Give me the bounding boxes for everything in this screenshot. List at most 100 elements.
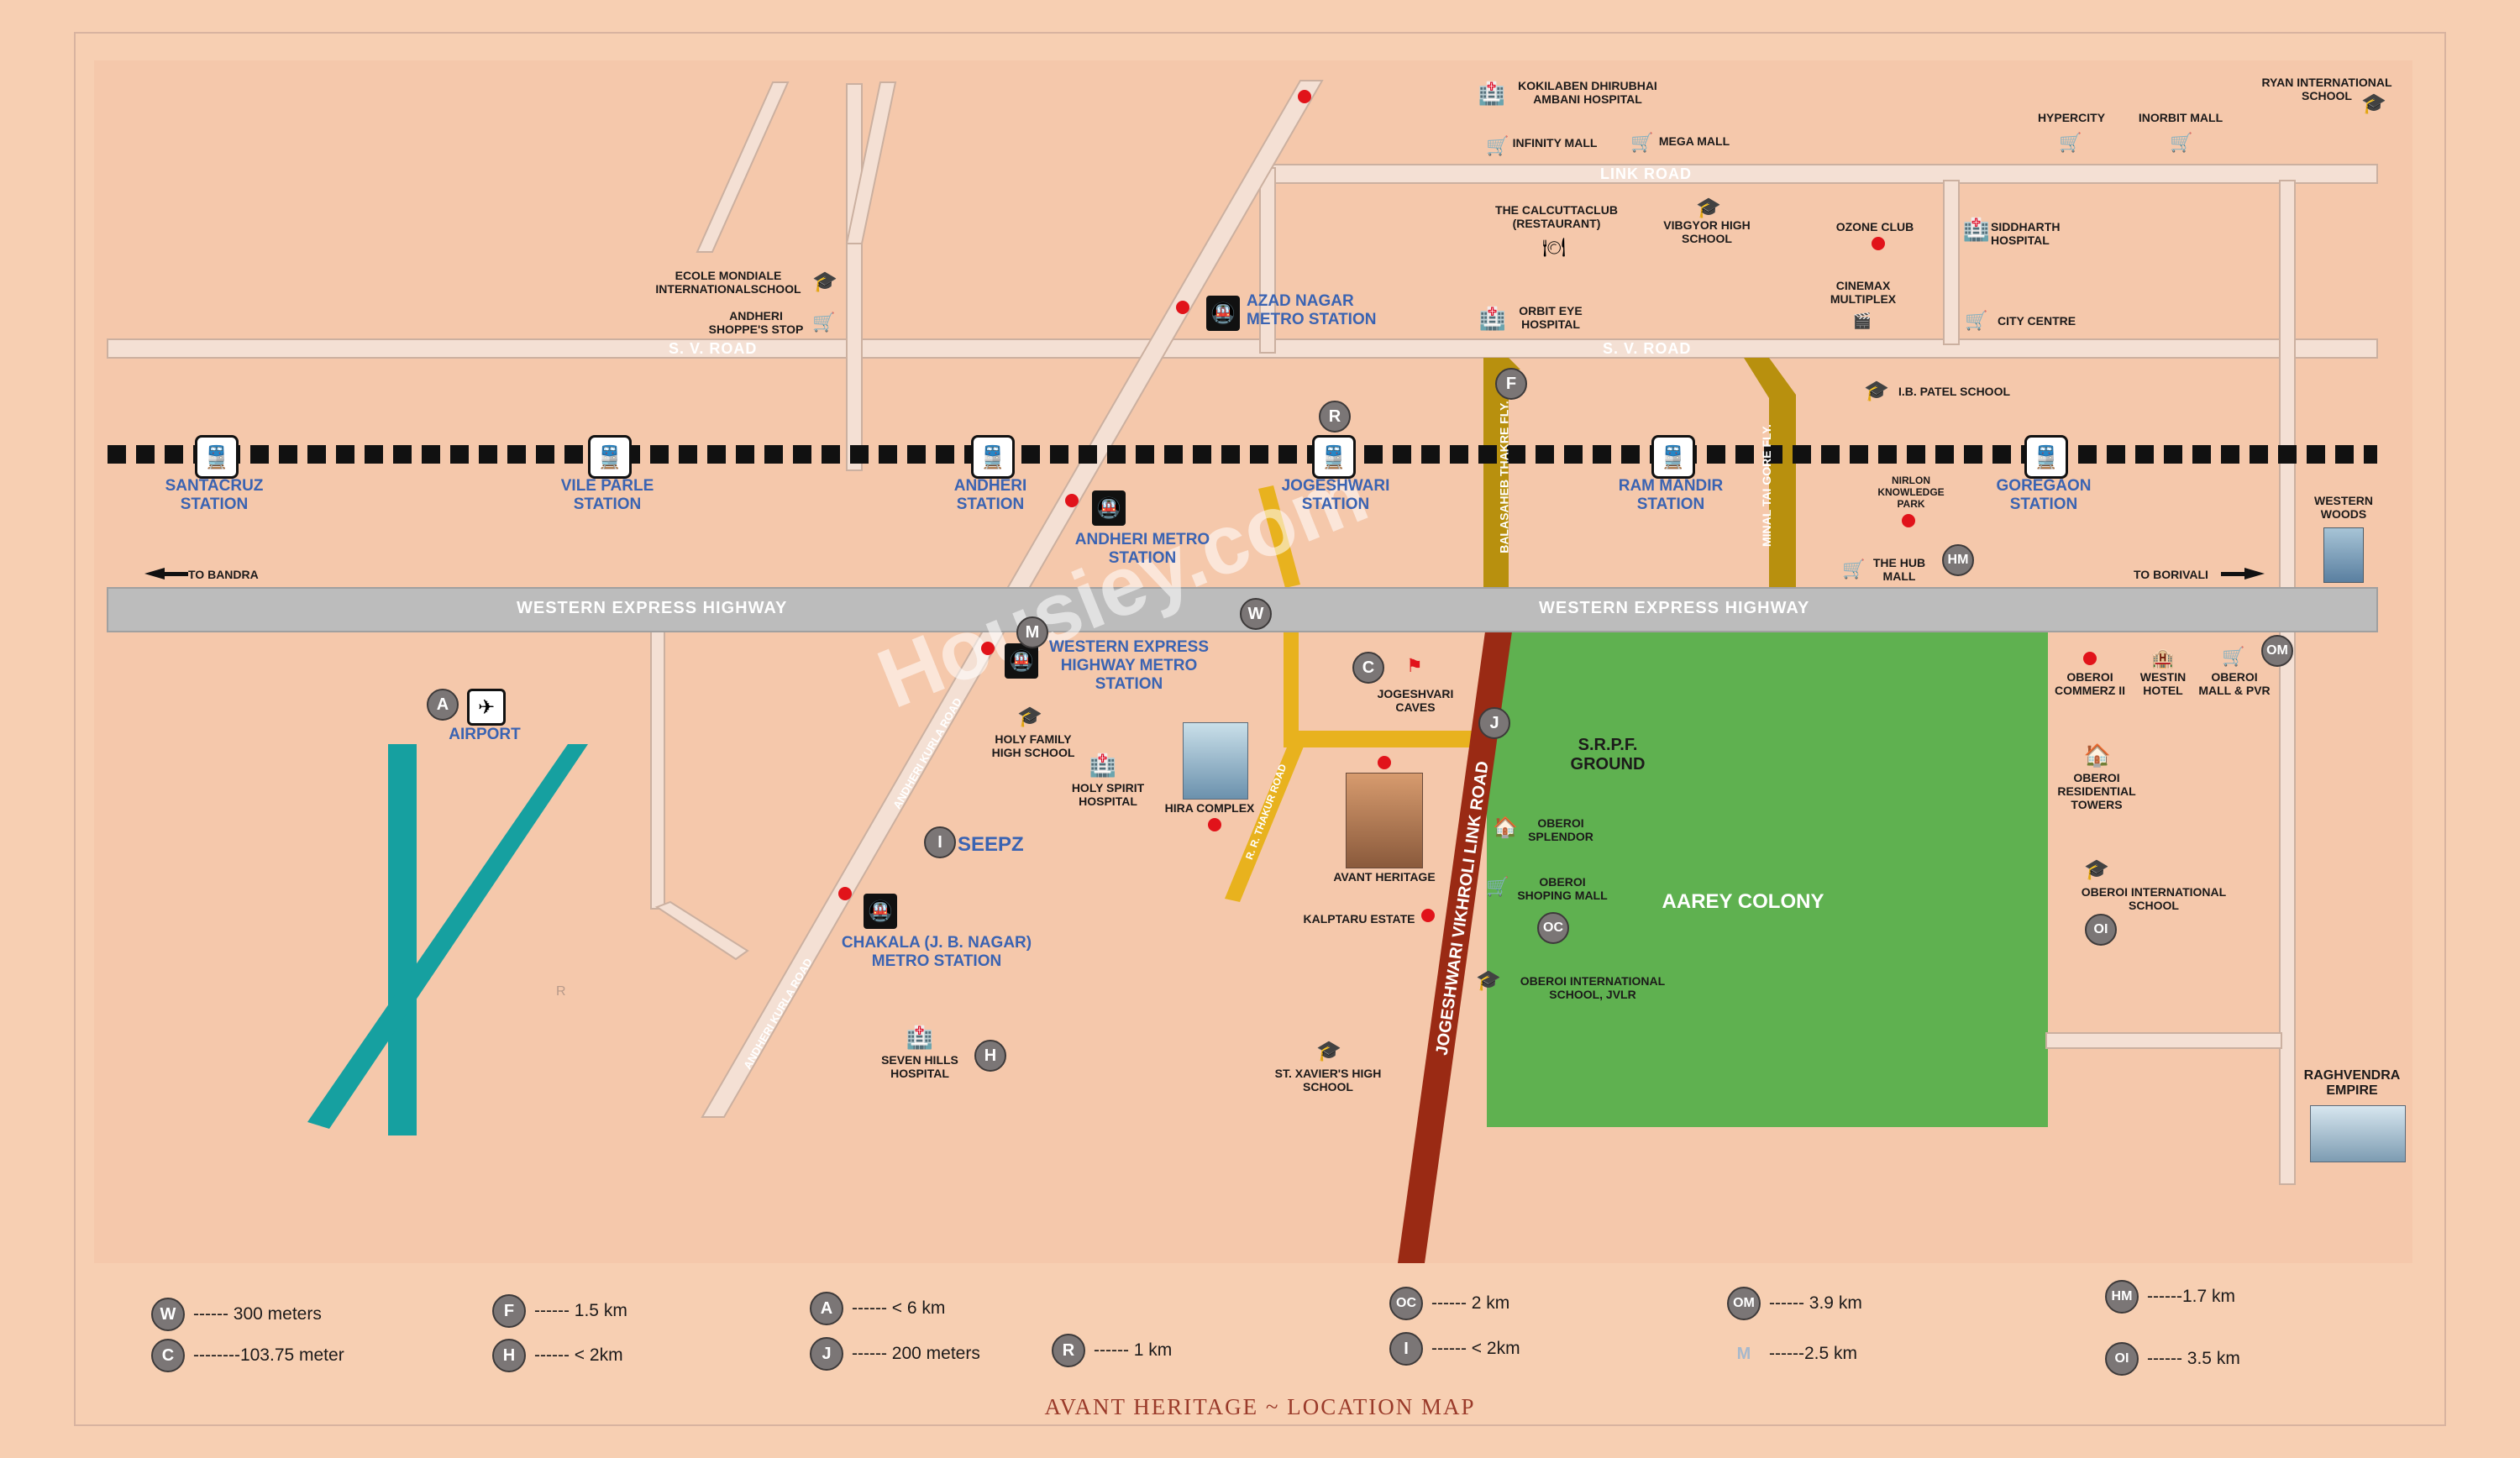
diag-road-2: [845, 81, 897, 244]
place-holy-spirit: HOLY SPIRIT HOSPITAL: [1071, 781, 1145, 809]
legend-badge: OM: [1727, 1287, 1761, 1320]
metro-weh: WESTERN EXPRESS HIGHWAY METRO STATION: [1048, 638, 1210, 693]
balasaheb-fly-label: BALASAHEB THAKRE FLY.: [1497, 401, 1511, 553]
place-cinemax: CINEMAX MULTIPLEX: [1830, 279, 1897, 307]
place-vibgyor: VIBGYOR HIGH SCHOOL: [1663, 218, 1751, 246]
metro-icon: 🚇: [1005, 643, 1038, 679]
station-jogeshwari: JOGESHWARI STATION: [1281, 477, 1390, 513]
place-the-hub-mall: THE HUB MALL: [1872, 556, 1926, 584]
badge-r: R: [1319, 401, 1351, 433]
hotel-icon: 🏨: [2151, 648, 2175, 669]
place-ib-patel: I.B. PATEL SCHOOL: [1898, 385, 2011, 398]
place-mega-mall: MEGA MALL: [1658, 134, 1730, 148]
place-siddharth-hospital: SIDDHARTH HOSPITAL: [1991, 220, 2061, 248]
place-kalpataru-estate: KALPTARU ESTATE: [1303, 912, 1415, 926]
place-westin-hotel: WESTIN HOTEL: [2139, 670, 2187, 698]
place-kokilaben: KOKILABEN DHIRUBHAI AMBANI HOSPITAL: [1518, 79, 1657, 107]
graduation-cap-icon: 🎓: [1476, 968, 1501, 992]
train-icon: 🚆: [2024, 435, 2068, 479]
station-goregaon: GOREGAON STATION: [1996, 477, 2092, 513]
station-andheri: ANDHERI STATION: [953, 477, 1027, 513]
legend-badge: R: [1052, 1334, 1085, 1367]
place-st-xaviers: ST. XAVIER'S HIGH SCHOOL: [1274, 1067, 1382, 1094]
legend-badge: A: [810, 1292, 843, 1325]
legend-item-w: W------ 300 meters: [151, 1298, 322, 1331]
hospital-icon: 🏥: [906, 1024, 934, 1050]
legend-badge: HM: [2105, 1280, 2139, 1314]
badge-oi: OI: [2085, 914, 2117, 946]
sv-road-label-east: S. V. ROAD: [1603, 340, 1692, 357]
legend-text: ------ 200 meters: [852, 1344, 980, 1363]
jvlr-road: [1398, 632, 1512, 1263]
place-avant-heritage: AVANT HERITAGE: [1333, 870, 1436, 884]
legend-item-r: R ------ 1 km: [1052, 1334, 1172, 1367]
badge-hm: HM: [1942, 544, 1974, 576]
legend-item-i: I ------ < 2km: [1389, 1332, 1520, 1366]
place-aarey-colony: AAREY COLONY: [1662, 890, 1824, 913]
cart-icon: 🛒: [2222, 646, 2245, 667]
location-dot: [1378, 756, 1391, 769]
legend-badge: C: [151, 1339, 185, 1372]
badge-r-small: R: [556, 984, 566, 999]
link-road: [1259, 164, 2378, 184]
map-caption: AVANT HERITAGE ~ LOCATION MAP: [1044, 1394, 1476, 1419]
place-andheri-shoppers-stop: ANDHERI SHOPPE'S STOP: [708, 309, 804, 337]
runway-1: [388, 744, 417, 1135]
place-hypercity: HYPERCITY: [2037, 111, 2106, 124]
hospital-icon: 🏥: [1962, 216, 1991, 242]
badge-h: H: [974, 1040, 1006, 1072]
legend-text: ------ 1 km: [1094, 1340, 1173, 1360]
place-inorbit-mall: INORBIT MALL: [2138, 111, 2223, 124]
place-nirlon: NIRLON KNOWLEDGE PARK: [1877, 475, 1945, 510]
link-road-label: LINK ROAD: [1600, 165, 1692, 182]
legend-item-h: H------ < 2km: [492, 1339, 623, 1372]
minor-road-3: [2279, 180, 2296, 1185]
legend-text: ------ 2 km: [1431, 1293, 1510, 1313]
to-bandra-label: TO BANDRA: [188, 568, 259, 581]
metro-andheri: ANDHERI METRO STATION: [1074, 531, 1210, 567]
legend-text: ------ 300 meters: [193, 1304, 322, 1324]
place-oberoi-splendor: OBEROI SPLENDOR: [1528, 816, 1593, 844]
station-santacruz: SANTACRUZ STATION: [165, 477, 264, 513]
location-dot: [1872, 237, 1885, 250]
cart-icon: 🛒: [2170, 132, 2193, 153]
place-calcutta-club: THE CALCUTTACLUB (RESTAURANT): [1495, 203, 1618, 231]
balasaheb-flyover: [1483, 358, 1509, 588]
place-srpf-ground: S.R.P.F. GROUND: [1570, 736, 1646, 774]
badge-oc: OC: [1537, 912, 1569, 944]
legend-text: ------ < 2km: [1431, 1339, 1520, 1358]
building-image: [1183, 722, 1248, 800]
minal-fly-label: MINAL TAI GORE FLY.: [1759, 424, 1773, 548]
weh-label-west: WESTERN EXPRESS HIGHWAY: [517, 599, 788, 617]
graduation-cap-icon: 🎓: [1017, 705, 1042, 728]
legend-badge: OI: [2105, 1342, 2139, 1376]
legend-item-om: OM------ 3.9 km: [1727, 1287, 1862, 1320]
legend-text: ------ < 6 km: [852, 1298, 946, 1318]
legend-item-oi: OI------ 3.5 km: [2105, 1342, 2240, 1376]
place-airport: AIRPORT: [449, 726, 521, 743]
badge-f: F: [1495, 368, 1527, 400]
station-vile-parle: VILE PARLE STATION: [560, 477, 654, 513]
minor-road-5: [846, 83, 863, 471]
place-ryan-school: RYAN INTERNATIONAL SCHOOL: [2261, 76, 2392, 103]
minor-road-2: [1943, 180, 1960, 345]
badge-c: C: [1352, 652, 1384, 684]
legend-badge: I: [1389, 1332, 1423, 1366]
to-borivali-label: TO BORIVALI: [2134, 568, 2208, 581]
legend-text: ------1.7 km: [2147, 1287, 2235, 1306]
hospital-icon: 🏥: [1478, 80, 1506, 106]
place-oberoi-shopping-mall: OBEROI SHOPING MALL: [1517, 875, 1608, 903]
film-icon: 🎬: [1852, 312, 1872, 329]
train-icon: 🚆: [588, 435, 632, 479]
cart-icon: 🛒: [1486, 876, 1509, 897]
legend-item-j: J------ 200 meters: [810, 1337, 980, 1371]
legend-text: ------ < 2km: [534, 1345, 623, 1365]
location-dot: [1065, 494, 1079, 507]
graduation-cap-icon: 🎓: [1316, 1039, 1341, 1062]
place-ozone-club: OZONE CLUB: [1835, 220, 1914, 233]
metro-icon: 🚇: [864, 894, 897, 929]
cart-icon: 🛒: [1630, 132, 1654, 153]
badge-w: W: [1240, 598, 1272, 630]
graduation-cap-icon: 🎓: [1864, 379, 1889, 402]
